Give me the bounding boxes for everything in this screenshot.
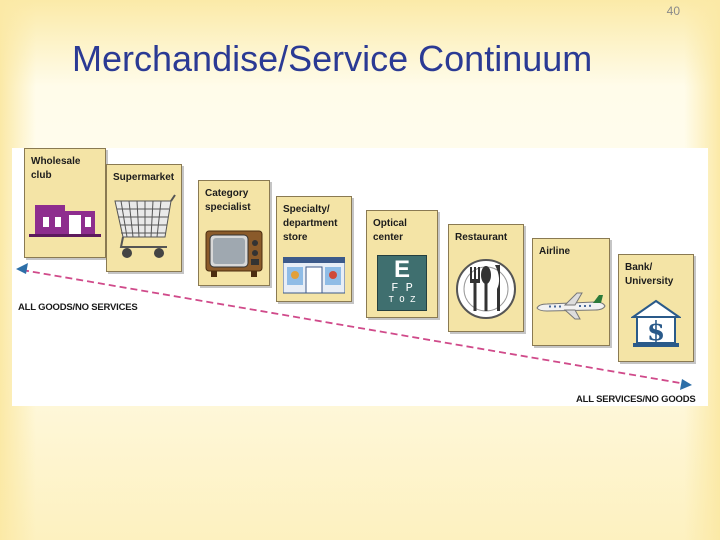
retailer-label: Optical center <box>373 218 407 243</box>
bank-dollar-icon: $ <box>631 299 681 347</box>
continuum-diagram: Wholesale club Supermarket <box>12 148 708 406</box>
eye-chart-line-3: T O Z <box>388 295 416 305</box>
retailer-card-bank-university: Bank/ University $ <box>618 254 694 362</box>
eye-chart-line-1: E <box>393 256 410 283</box>
retailer-card-restaurant: Restaurant <box>448 224 524 332</box>
storefront-icon <box>283 257 345 294</box>
retailer-label: Airline <box>539 246 571 257</box>
eye-chart-icon: E F P T O Z <box>377 255 427 311</box>
left-end-label: ALL GOODS/NO SERVICES <box>18 302 138 313</box>
airplane-icon <box>536 292 606 320</box>
svg-text:$: $ <box>647 317 665 347</box>
retailer-card-category-specialist: Category specialist <box>198 180 270 286</box>
retailer-label: Category specialist <box>205 188 251 213</box>
retailer-label: Wholesale club <box>31 156 81 181</box>
retailer-card-wholesale-club: Wholesale club <box>24 148 106 258</box>
warehouse-icon <box>29 205 101 237</box>
retailer-card-supermarket: Supermarket <box>106 164 182 272</box>
retailer-label: Bank/ University <box>625 262 674 287</box>
retailer-label: Supermarket <box>113 172 175 183</box>
retailer-card-airline: Airline <box>532 238 610 346</box>
right-end-label: ALL SERVICES/NO GOODS <box>576 394 696 405</box>
eye-chart-line-2: F P <box>391 281 413 295</box>
retailer-label: Specialty/ department store <box>283 204 338 243</box>
retailer-label: Restaurant <box>455 232 508 243</box>
television-icon <box>205 230 263 277</box>
plate-utensils-icon <box>456 259 516 319</box>
page-number: 40 <box>666 4 680 18</box>
retailer-card-optical-center: Optical center E F P T O Z <box>366 210 438 318</box>
slide-title: Merchandise/Service Continuum <box>72 38 593 79</box>
retailer-card-specialty-department-store: Specialty/ department store <box>276 196 352 302</box>
shopping-cart-icon <box>114 194 176 258</box>
continuum-arrow <box>16 263 692 390</box>
